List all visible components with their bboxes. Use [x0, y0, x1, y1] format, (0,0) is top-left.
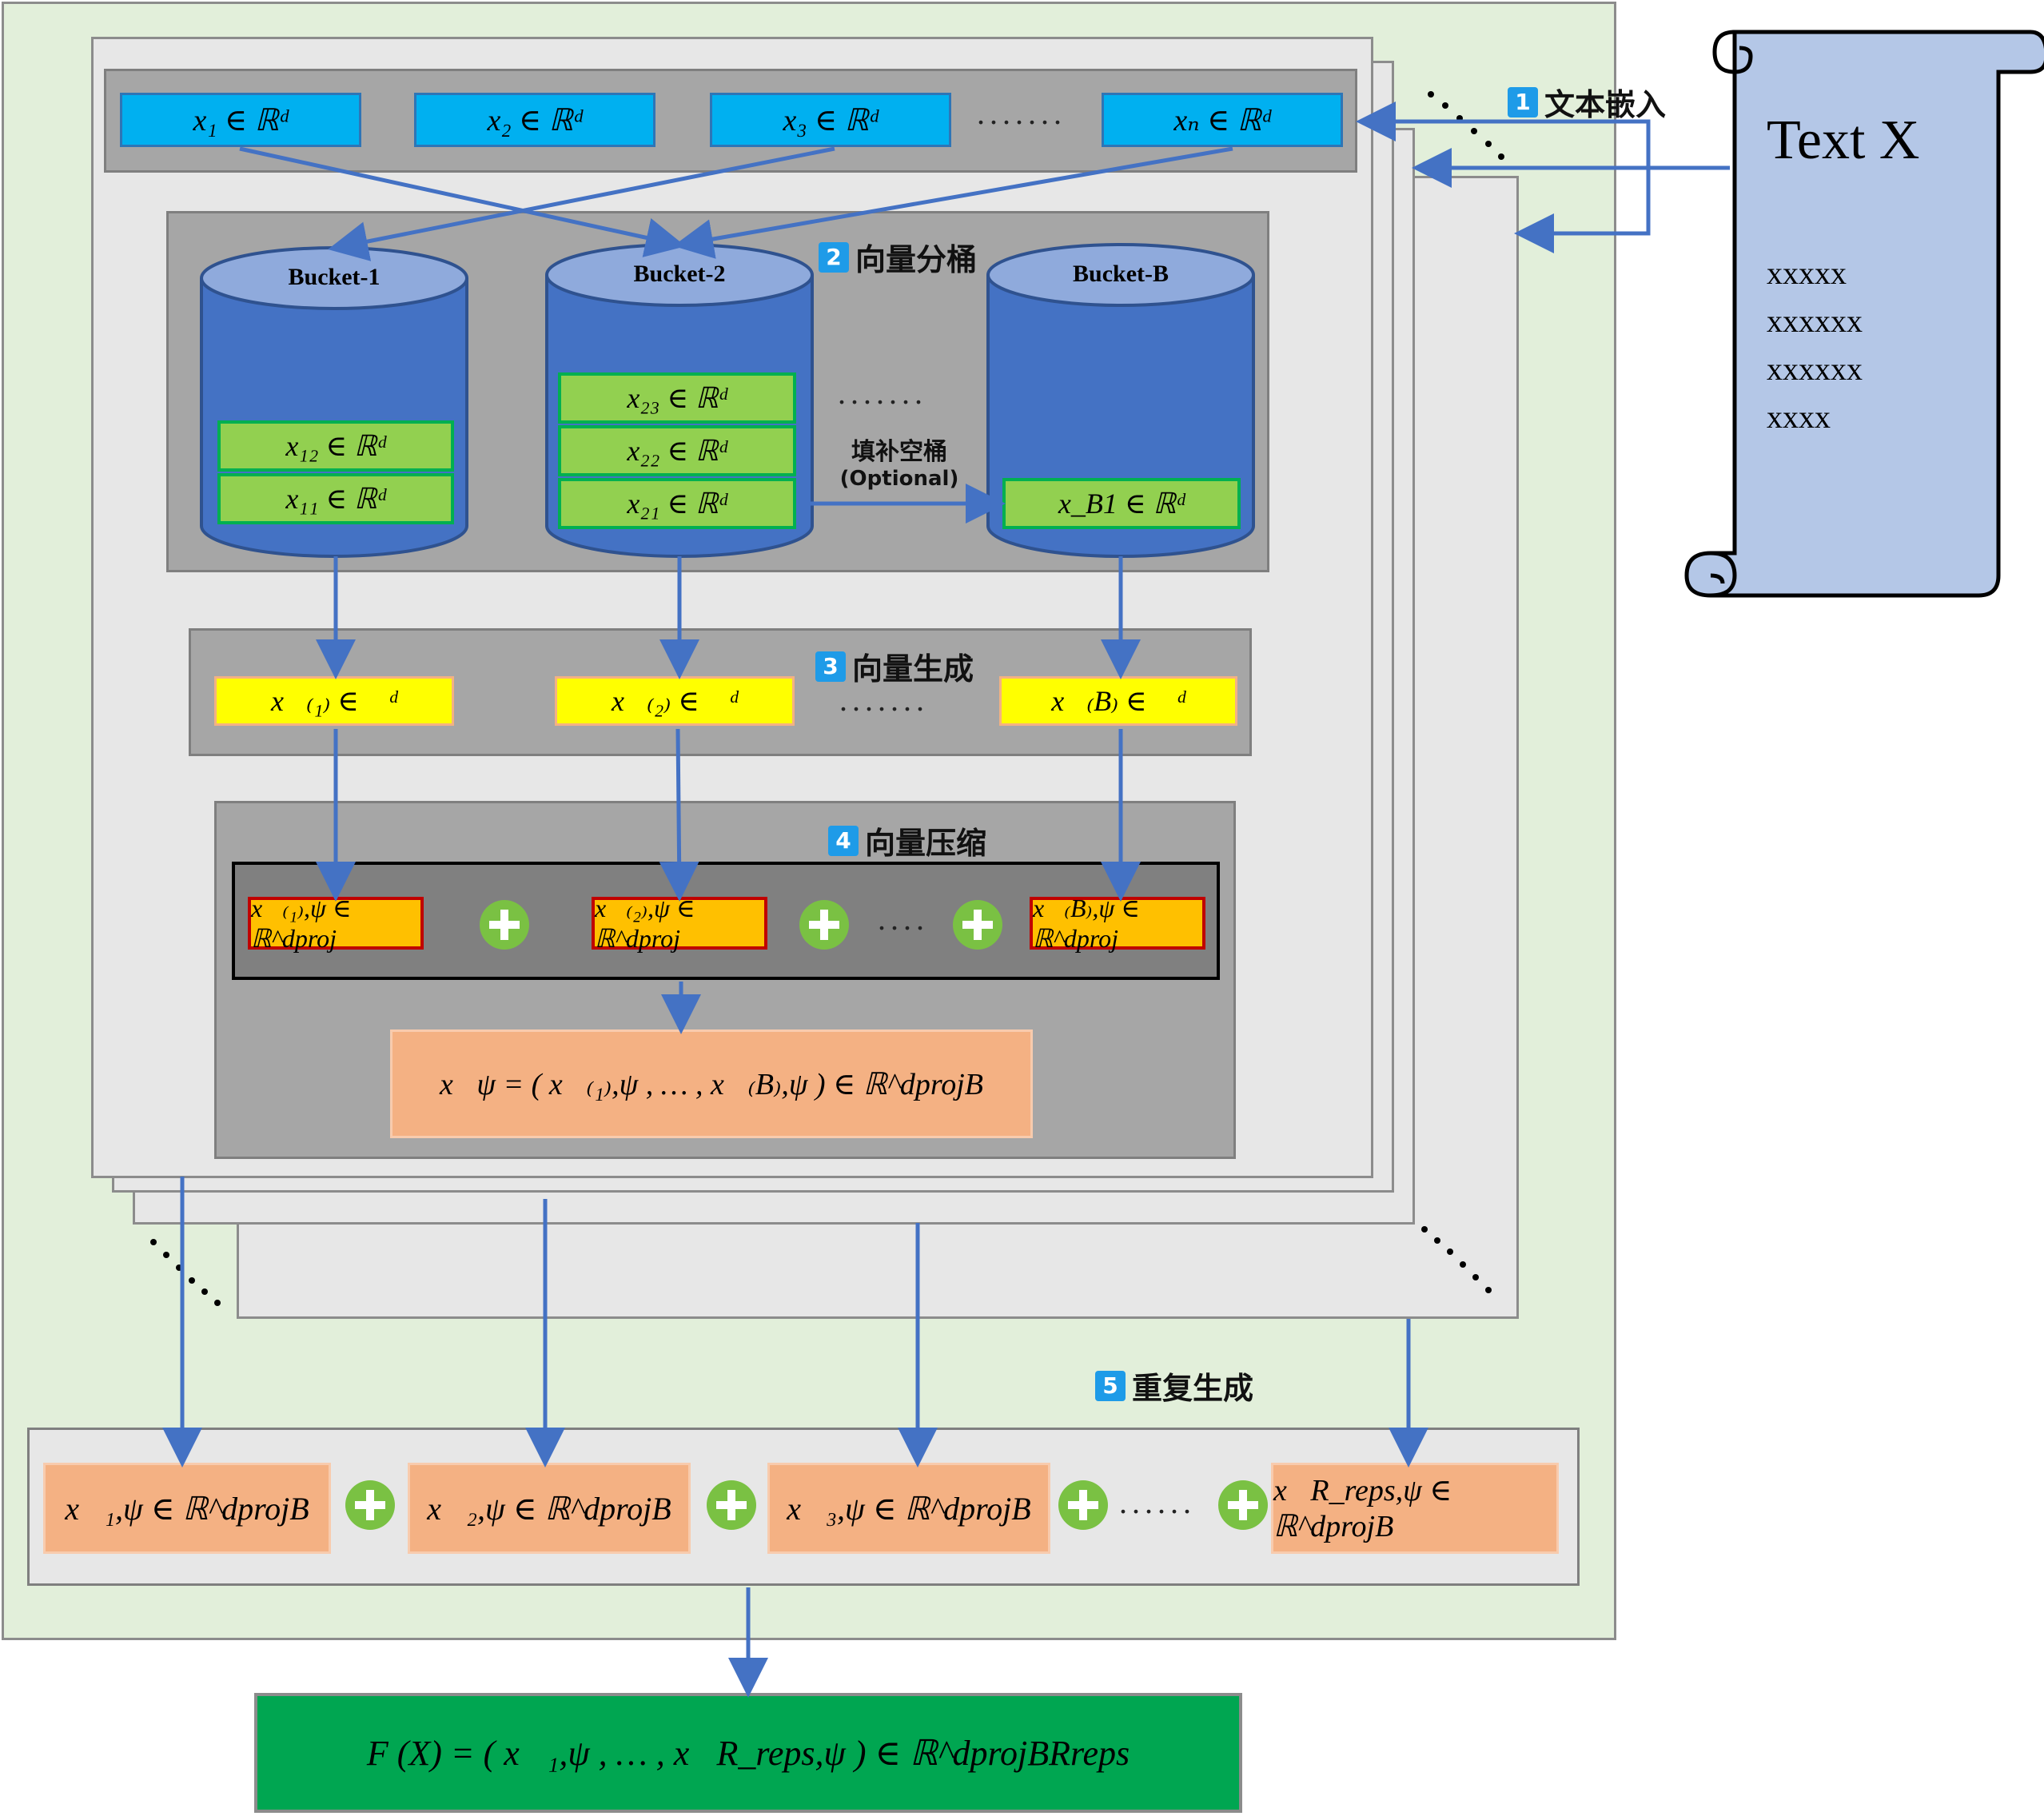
bucket-dots: ....... [838, 375, 927, 411]
bucket-2-cell-x22: x₂₂ ∈ ℝᵈ [558, 425, 796, 476]
plus-icon [953, 900, 1002, 950]
text-document-lines: xxxxx xxxxxx xxxxxx xxxx [1767, 249, 1863, 441]
step-5-badge: 5 [1095, 1370, 1126, 1401]
repeat-xr: x⃗R_reps,ψ ∈ ℝ^dprojB [1271, 1463, 1559, 1554]
bucket-1-cell-x12: x₁₂ ∈ ℝᵈ [217, 420, 454, 472]
repeat-x3: x⃗₃,ψ ∈ ℝ^dprojB [767, 1463, 1050, 1554]
plus-icon [1218, 1480, 1268, 1530]
embedding-x2: x₂ ∈ ℝᵈ [414, 93, 655, 147]
bucket-2-label: Bucket-2 [633, 261, 726, 287]
step-5-text: 重复生成 [1132, 1371, 1254, 1406]
plus-icon [1058, 1480, 1108, 1530]
bucket-b-label: Bucket-B [1073, 261, 1169, 287]
step-4-text: 向量压缩 [865, 826, 987, 861]
step-2-text: 向量分桶 [855, 242, 978, 277]
bucket-1-label: Bucket-1 [288, 264, 381, 290]
plus-icon [345, 1480, 395, 1530]
step-3-label: 3 向量生成 [815, 644, 974, 688]
plus-icon [707, 1480, 756, 1530]
fill-empty-line2: (Optional) [839, 467, 959, 491]
fill-empty-label: 填补空桶 (Optional) [823, 432, 975, 491]
concat-vector: x⃗ψ = ( x⃗₍₁₎,ψ , … , x⃗₍B₎,ψ ) ∈ ℝ^dpro… [390, 1029, 1033, 1138]
repeat-x1: x⃗₁,ψ ∈ ℝ^dprojB [43, 1463, 331, 1554]
text-line-4: xxxx [1767, 399, 1831, 435]
step-4-badge: 4 [828, 825, 859, 856]
step-1-label: 1 文本嵌入 [1508, 80, 1666, 124]
plus-icon [480, 900, 529, 950]
bucket-2-cell-x23: x₂₃ ∈ ℝᵈ [558, 372, 796, 424]
compressed-xb: x⃗₍B₎,ψ ∈ ℝ^dproj [1030, 894, 1205, 953]
step-5-label: 5 重复生成 [1095, 1364, 1253, 1408]
embedding-xn: xₙ ∈ ℝᵈ [1102, 93, 1343, 147]
embedding-x3: x₃ ∈ ℝᵈ [710, 93, 951, 147]
fill-empty-line1: 填补空桶 [851, 438, 947, 466]
step-3-text: 向量生成 [852, 651, 974, 687]
step-2-badge: 2 [819, 241, 849, 273]
generated-xb: x⃗₍B₎ ∈ ℝᵈ [999, 676, 1237, 726]
text-line-2: xxxxxx [1767, 303, 1863, 339]
plus-icon [799, 900, 849, 950]
bucket-b-cell-xb1: x_B1 ∈ ℝᵈ [1002, 478, 1241, 529]
generated-x2: x⃗₍₂₎ ∈ ℝᵈ [555, 676, 795, 726]
bucket-1-cell-x11: x₁₁ ∈ ℝᵈ [217, 473, 454, 524]
text-document-scroll [1684, 30, 2044, 598]
embedding-dots: ....... [977, 95, 1066, 131]
step-1-badge: 1 [1508, 86, 1538, 117]
step-4-label: 4 向量压缩 [828, 818, 986, 862]
text-line-1: xxxxx [1767, 255, 1847, 291]
repeat-dots: ...... [1119, 1484, 1196, 1520]
embedding-x1: x₁ ∈ ℝᵈ [120, 93, 361, 147]
step-2-label: 2 向量分桶 [819, 235, 977, 279]
generated-x1: x⃗₍₁₎ ∈ ℝᵈ [214, 676, 454, 726]
step-3-badge: 3 [815, 651, 846, 682]
compressed-dots: .... [878, 901, 929, 937]
repeat-x2: x⃗₂,ψ ∈ ℝ^dprojB [408, 1463, 691, 1554]
text-document-title: Text X [1767, 110, 1920, 171]
text-line-3: xxxxxx [1767, 351, 1863, 387]
bucket-2-cell-x21: x₂₁ ∈ ℝᵈ [558, 478, 796, 529]
step-1-text: 文本嵌入 [1544, 87, 1667, 122]
generated-dots: ....... [839, 682, 929, 718]
